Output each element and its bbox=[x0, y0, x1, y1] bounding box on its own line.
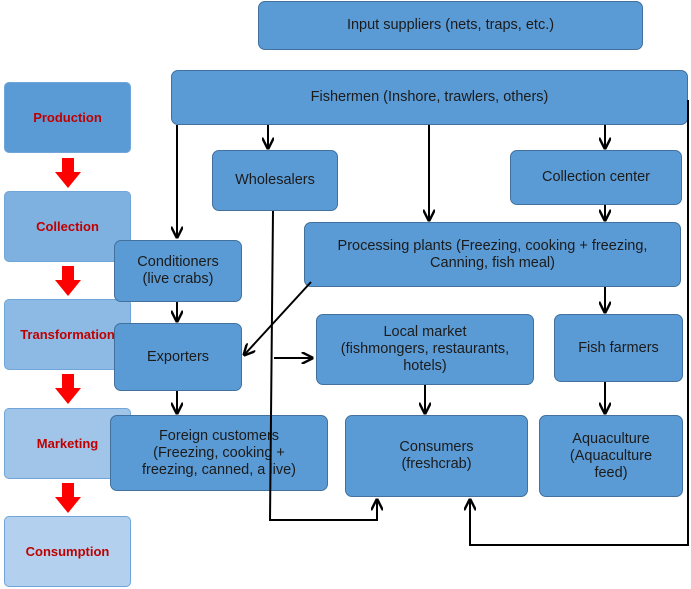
conditioners-sublabel: (live crabs) bbox=[142, 271, 214, 287]
input-suppliers-box: Input suppliers (nets, traps, etc.) bbox=[258, 1, 643, 50]
exporters-label: Exporters bbox=[146, 348, 210, 365]
aquaculture-sublabel-1: (Aquaculture bbox=[569, 447, 653, 464]
stage-production: Production bbox=[4, 82, 131, 153]
collection-center-label: Collection center bbox=[542, 169, 650, 185]
fishermen-label: Fishermen (Inshore, trawlers, others) bbox=[310, 89, 549, 105]
foreign-customers-box: Foreign customers (Freezing, cooking + f… bbox=[110, 415, 328, 491]
stage-arrow-icon bbox=[55, 158, 81, 188]
stage-arrow-icon bbox=[55, 266, 81, 296]
aquaculture-sublabel-2: feed) bbox=[594, 464, 628, 481]
aquaculture-box: Aquaculture (Aquaculture feed) bbox=[539, 415, 683, 497]
stage-marketing: Marketing bbox=[4, 408, 131, 479]
stage-arrow-icon bbox=[55, 374, 81, 404]
conditioners-box: Conditioners (live crabs) bbox=[114, 240, 242, 302]
local-market-box: Local market (fishmongers, restaurants, … bbox=[316, 314, 534, 385]
consumers-box: Consumers (freshcrab) bbox=[345, 415, 528, 497]
foreign-customers-sublabel-1: (Freezing, cooking + bbox=[153, 444, 285, 461]
fish-farmers-box: Fish farmers bbox=[554, 314, 683, 382]
consumers-sublabel: (freshcrab) bbox=[401, 456, 472, 472]
input-suppliers-label: Input suppliers (nets, traps, etc.) bbox=[346, 17, 555, 33]
stage-transformation: Transformation bbox=[4, 299, 131, 370]
local-market-sublabel-1: (fishmongers, restaurants, bbox=[340, 341, 510, 357]
conditioners-label: Conditioners bbox=[137, 254, 219, 270]
wholesalers-label: Wholesalers bbox=[235, 172, 315, 188]
processing-plants-label: Processing plants (Freezing, cooking + f… bbox=[337, 237, 648, 254]
stage-collection: Collection bbox=[4, 191, 131, 262]
processing-plants-sublabel: Canning, fish meal) bbox=[430, 254, 555, 271]
local-market-label: Local market bbox=[383, 324, 467, 340]
stage-consumption: Consumption bbox=[4, 516, 131, 587]
processing-plants-box: Processing plants (Freezing, cooking + f… bbox=[304, 222, 681, 287]
local-market-sublabel-2: hotels) bbox=[403, 358, 447, 374]
foreign-customers-sublabel-2: freezing, canned, a live) bbox=[142, 461, 296, 478]
consumers-label: Consumers bbox=[399, 439, 474, 455]
fishermen-box: Fishermen (Inshore, trawlers, others) bbox=[171, 70, 688, 125]
foreign-customers-label: Foreign customers bbox=[158, 427, 280, 444]
stage-arrow-icon bbox=[55, 483, 81, 513]
wholesalers-box: Wholesalers bbox=[212, 150, 338, 211]
arrow-processing-exporters bbox=[245, 281, 312, 354]
collection-center-box: Collection center bbox=[510, 150, 682, 205]
aquaculture-label: Aquaculture bbox=[572, 430, 650, 447]
fish-farmers-label: Fish farmers bbox=[578, 339, 659, 356]
exporters-box: Exporters bbox=[114, 323, 242, 391]
